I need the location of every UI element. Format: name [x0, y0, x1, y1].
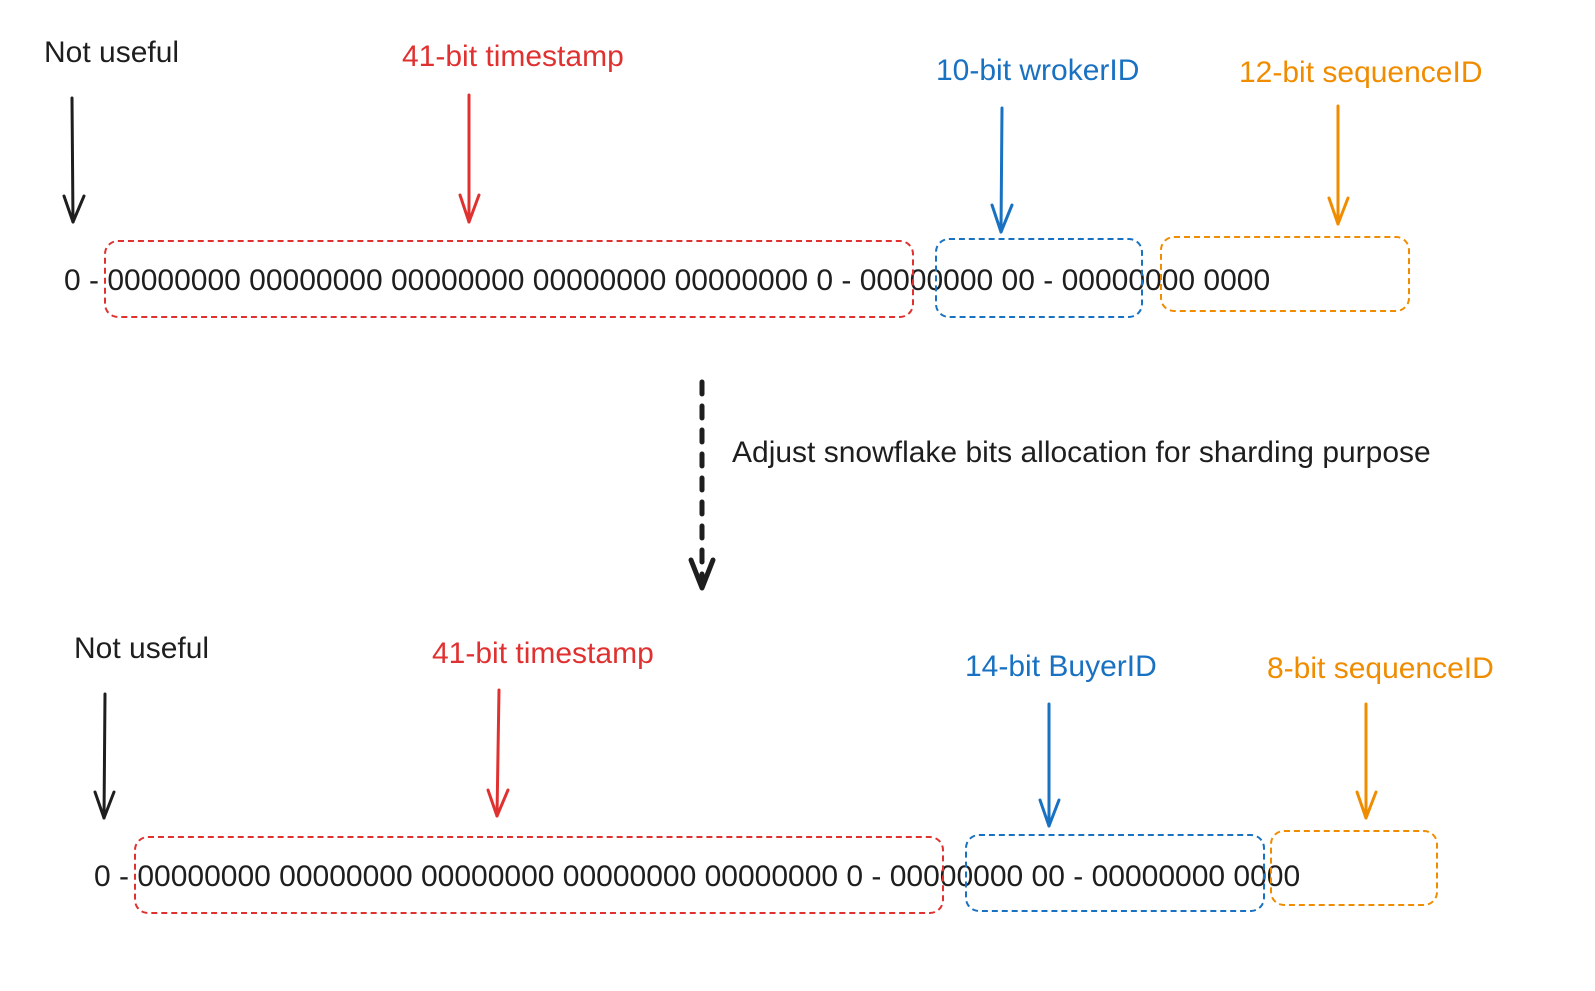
top-worker-id-arrow-icon [990, 106, 1014, 234]
bottom-sequence-id-box [1270, 830, 1438, 906]
bottom-not-useful-label: Not useful [74, 632, 210, 665]
bottom-timestamp-box [134, 836, 944, 914]
bottom-not-useful-arrow-icon [93, 692, 116, 820]
transition-down-arrow-icon [688, 379, 716, 591]
bottom-sequence-id-label: 8-bit sequenceID [1267, 652, 1494, 685]
top-sequence-id-arrow-icon [1327, 104, 1350, 226]
top-not-useful-label: Not useful [44, 36, 180, 69]
top-bits-line: 0 - 00000000 00000000 00000000 00000000 … [64, 264, 1271, 297]
top-timestamp-arrow-icon [458, 93, 481, 224]
bottom-timestamp-arrow-icon [486, 688, 510, 818]
bottom-buyer-id-box [965, 834, 1265, 912]
bottom-buyer-id-label: 14-bit BuyerID [965, 650, 1157, 683]
bottom-bits-line: 0 - 00000000 00000000 00000000 00000000 … [94, 860, 1301, 893]
top-worker-id-box [935, 238, 1143, 318]
transition-label: Adjust snowflake bits allocation for sha… [732, 436, 1431, 469]
top-not-useful-arrow-icon [62, 96, 86, 224]
top-timestamp-label: 41-bit timestamp [402, 40, 624, 73]
top-sequence-id-box [1160, 236, 1410, 312]
bottom-buyer-id-arrow-icon [1038, 702, 1061, 828]
bottom-sequence-id-arrow-icon [1355, 702, 1378, 820]
top-timestamp-box [104, 240, 914, 318]
bottom-timestamp-label: 41-bit timestamp [432, 637, 654, 670]
top-sequence-id-label: 12-bit sequenceID [1239, 56, 1483, 89]
top-worker-id-label: 10-bit wrokerID [936, 54, 1140, 87]
